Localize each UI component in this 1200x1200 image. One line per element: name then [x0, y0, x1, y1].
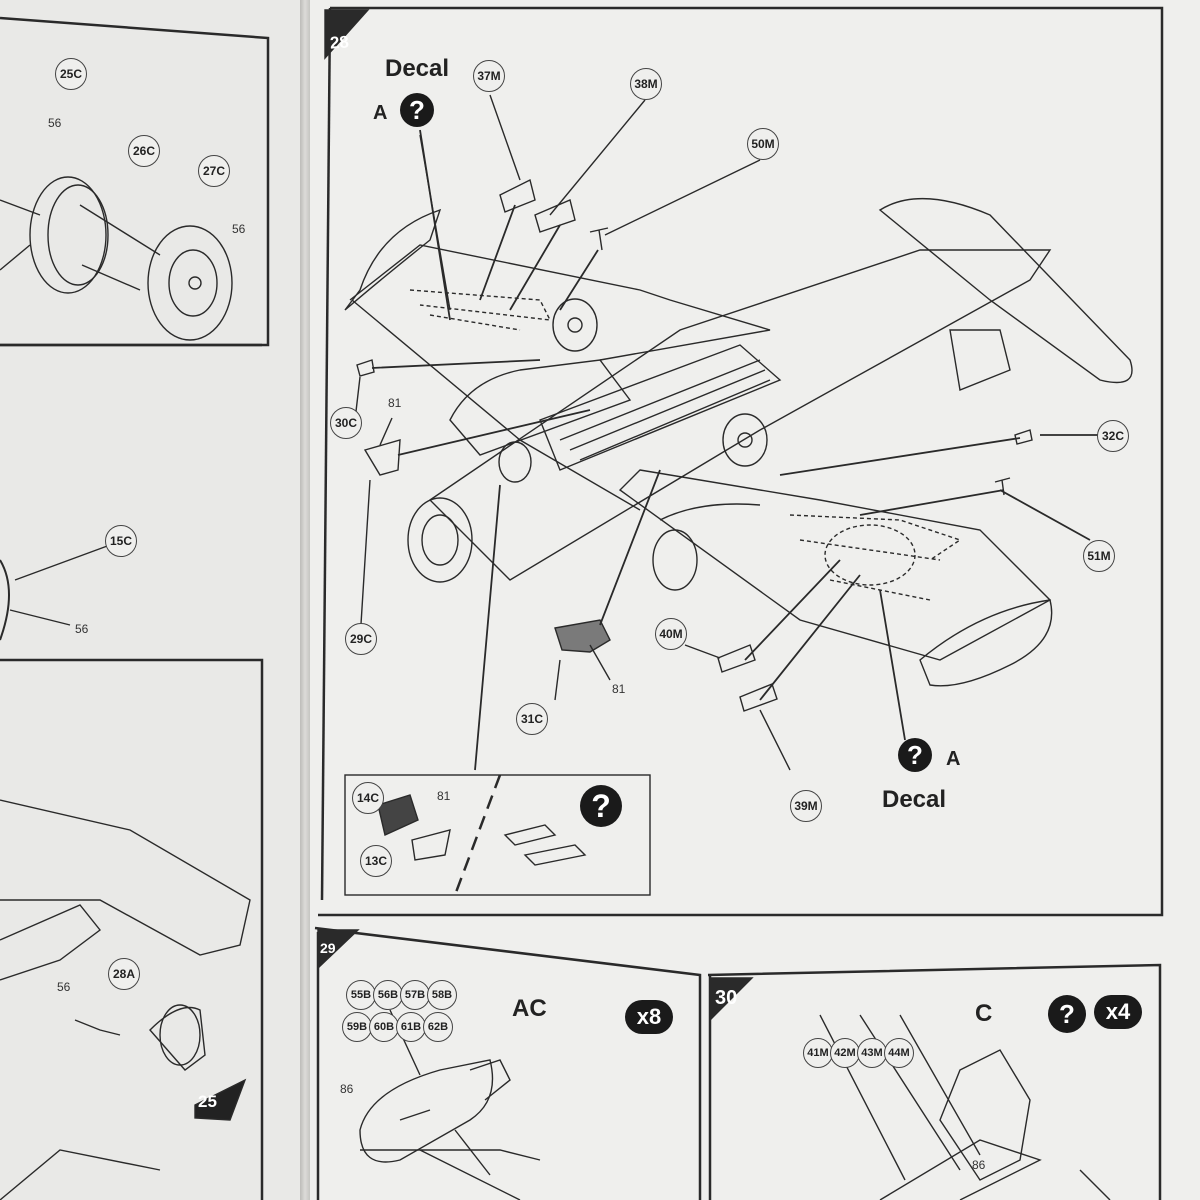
step-25-tab: 25	[198, 1092, 217, 1111]
decal-label: Decal	[385, 55, 450, 82]
part-label: 61B	[396, 1012, 426, 1042]
part-26c-label: 26C	[128, 135, 160, 167]
step-29-number: 29	[320, 940, 336, 956]
tailplane	[878, 197, 1133, 384]
question-icon: ?	[1048, 995, 1086, 1033]
part-label: 42M	[830, 1038, 860, 1068]
wheel-tyre-part	[147, 225, 233, 341]
wing-right	[618, 469, 1052, 661]
right-page	[308, 0, 1200, 1200]
part-label: 60B	[369, 1012, 399, 1042]
nose-gear-wheel	[498, 441, 532, 483]
sprue-number: 56	[48, 116, 62, 130]
step-28-number: 28	[329, 32, 350, 53]
cockpit-opening	[539, 344, 782, 471]
question-icon: ?	[580, 785, 622, 827]
part-40m-label: 40M	[655, 618, 687, 650]
part-label: 43M	[857, 1038, 887, 1068]
wheel-hub-part	[29, 176, 107, 294]
part-25c-label: 25C	[55, 58, 87, 90]
part-32c-label: 32C	[1097, 420, 1129, 452]
main-gear-wheel	[552, 298, 598, 352]
sprue-number: 81	[437, 789, 451, 803]
sprue-number: 86	[340, 1082, 354, 1096]
part-31c-label: 31C	[516, 703, 548, 735]
part-29c-label: 29C	[345, 623, 377, 655]
wingtip-tank-left	[344, 208, 442, 311]
decal-letter: A	[373, 102, 388, 124]
question-icon: ?	[898, 738, 932, 772]
part-label: 62B	[423, 1012, 453, 1042]
part-28a-label: 28A	[108, 958, 140, 990]
variant-label: C	[975, 1000, 993, 1027]
part-group-row1: 55B 56B 57B 58B	[346, 980, 457, 1010]
sprue-number: 81	[612, 682, 626, 696]
sprue-number: 81	[388, 396, 402, 410]
multiplier-badge: x4	[1094, 995, 1142, 1029]
part-label: 56B	[373, 980, 403, 1010]
decal-label: Decal	[882, 786, 947, 813]
sprue-number: 56	[75, 622, 89, 636]
part-51m-label: 51M	[1083, 540, 1115, 572]
part-15c-label: 15C	[105, 525, 137, 557]
part-37m-label: 37M	[473, 60, 505, 92]
part-label: 41M	[803, 1038, 833, 1068]
question-icon: ?	[400, 93, 434, 127]
fuselage	[428, 249, 1052, 581]
part-50m-label: 50M	[747, 128, 779, 160]
part-label: 55B	[346, 980, 376, 1010]
part-label: 58B	[427, 980, 457, 1010]
sprue-number: 56	[57, 980, 71, 994]
decal-letter: A	[946, 748, 961, 770]
part-label: 59B	[342, 1012, 372, 1042]
book-spine	[300, 0, 310, 1200]
part-14c-label: 14C	[352, 782, 384, 814]
part-label: 57B	[400, 980, 430, 1010]
variant-label: AC	[512, 995, 547, 1022]
part-label: 44M	[884, 1038, 914, 1068]
part-group-row2: 59B 60B 61B 62B	[342, 1012, 453, 1042]
part-30c-label: 30C	[330, 407, 362, 439]
part-13c-label: 13C	[360, 845, 392, 877]
part-27c-label: 27C	[198, 155, 230, 187]
bomb-body	[359, 1059, 494, 1163]
part-group: 41M 42M 43M 44M	[803, 1038, 914, 1068]
wingtip-tank-right	[919, 599, 1053, 687]
step-30-number: 30	[715, 987, 738, 1009]
sprue-number: 56	[232, 222, 246, 236]
part-38m-label: 38M	[630, 68, 662, 100]
sprue-number: 86	[972, 1158, 986, 1172]
part-39m-label: 39M	[790, 790, 822, 822]
left-page	[0, 0, 302, 1200]
multiplier-badge: x8	[625, 1000, 673, 1034]
